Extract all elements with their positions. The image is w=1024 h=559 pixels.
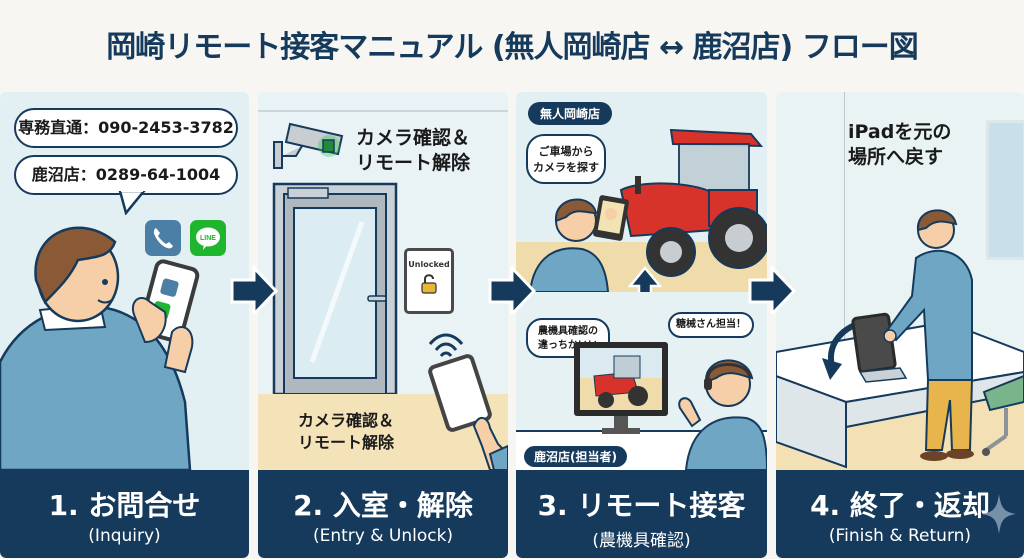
staff-bubble-left-line-1: 農機具確認の	[538, 326, 598, 337]
step-footer-4: 4. 終了・返却 (Finish & Return)	[776, 470, 1024, 558]
return-ipad-heading: iPadを元の 場所へ戻す	[848, 120, 951, 170]
window	[986, 120, 1024, 260]
floor-caption: カメラ確認＆ リモート解除	[298, 410, 394, 454]
phone-icon[interactable]	[145, 220, 181, 256]
step-title: 3. リモート接客	[537, 489, 746, 522]
bubble-tail	[118, 191, 146, 215]
security-camera-icon	[273, 122, 344, 169]
monitor-with-tractor	[574, 342, 668, 434]
line-icon-label: LINE	[200, 235, 216, 242]
unlock-status-label: Unlocked	[408, 260, 450, 269]
staff-bubble-right-text: 糖械さん担当！	[676, 319, 746, 330]
customer-bubble-line-1: ご車場から	[538, 145, 594, 158]
floor-caption-line-1: カメラ確認＆	[298, 411, 395, 430]
step-title: 2. 入室・解除	[293, 489, 473, 522]
flow-arrow-right-1	[230, 266, 278, 314]
wifi-signal-icon	[428, 333, 464, 357]
staff-speech-bubble-left: 農機具確認の 違っちかいい	[526, 318, 610, 358]
staff-with-headset	[678, 359, 767, 470]
heading-line-2: 場所へ戻す	[848, 146, 944, 168]
step-footer-3: 3. リモート接客 (農機具確認)	[516, 470, 767, 558]
customer-with-tablet	[528, 195, 629, 292]
direct-phone-text: 専務直通：090-2453-3782	[18, 118, 234, 137]
kanuma-store-staff-label: 鹿沼店(担当者)	[524, 446, 627, 467]
phone-direct-bubble: 専務直通：090-2453-3782	[14, 108, 238, 148]
step-title: 1. お問合せ	[48, 489, 201, 522]
person-returning-ipad	[883, 209, 974, 461]
ceiling-line	[258, 110, 508, 112]
step-title: 4. 終了・返却	[810, 489, 990, 522]
okazaki-store-label: 無人岡崎店	[528, 102, 613, 125]
heading-line-1: カメラ確認＆	[356, 127, 471, 149]
okazaki-scene: 無人岡崎店 ご車場から カメラを探す	[516, 92, 767, 292]
heading-line-1: iPadを元の	[848, 121, 952, 143]
panel-remote-service: 無人岡崎店 ご車場から カメラを探す	[516, 92, 767, 558]
step-subtitle: (Finish & Return)	[828, 526, 972, 546]
office-chair	[982, 374, 1024, 456]
flow-arrow-right-3	[748, 266, 796, 314]
person-with-phone-illustration	[0, 226, 200, 470]
panel-finish-return: iPadを元の 場所へ戻す	[776, 92, 1024, 558]
step-subtitle: (Entry & Unlock)	[312, 526, 454, 546]
flow-arrow-right-2	[488, 266, 536, 314]
sparkle-icon	[982, 494, 1016, 534]
customer-bubble-line-2: カメラを探す	[533, 161, 599, 174]
page-title: 岡崎リモート接客マニュアル (無人岡崎店 ↔ 鹿沼店) フロー図	[106, 30, 918, 65]
step-subtitle: (Inquiry)	[88, 526, 161, 546]
heading-line-2: リモート解除	[356, 152, 471, 174]
kanuma-phone-bubble: 鹿沼店：0289-64-1004	[14, 155, 238, 195]
step-footer-2: 2. 入室・解除 (Entry & Unlock)	[258, 470, 508, 558]
step-footer-1: 1. お問合せ (Inquiry)	[0, 470, 249, 558]
tablet-in-hand	[428, 354, 508, 470]
customer-speech-bubble: ご車場から カメラを探す	[526, 134, 606, 184]
glass-door[interactable]	[272, 182, 398, 394]
wall-edge	[844, 92, 845, 352]
tractor-illustration	[619, 128, 767, 277]
unlock-panel[interactable]: Unlocked	[404, 248, 454, 314]
staff-speech-bubble-right: 糖械さん担当！	[668, 312, 754, 338]
panel-entry-unlock: カメラ確認＆ リモート解除 Unlocked	[258, 92, 508, 558]
camera-unlock-heading: カメラ確認＆ リモート解除	[356, 126, 470, 176]
staff-bubble-left-line-2: 違っちかいい	[538, 340, 598, 351]
kanuma-scene: 農機具確認の 違っちかいい 糖械さん担当！	[516, 292, 767, 470]
panel-inquiry: 専務直通：090-2453-3782 鹿沼店：0289-64-1004 LINE	[0, 92, 249, 558]
step-subtitle: (農機具確認)	[592, 531, 691, 551]
floor-caption-line-2: リモート解除	[298, 433, 395, 452]
line-icon[interactable]: LINE	[190, 220, 226, 256]
open-padlock-icon	[421, 274, 437, 294]
kanuma-phone-text: 鹿沼店：0289-64-1004	[31, 165, 221, 184]
